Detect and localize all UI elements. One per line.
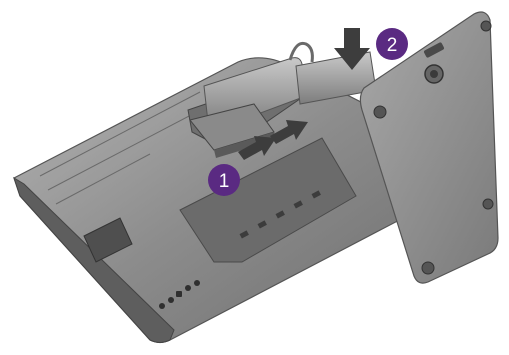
step-number-1: 1 — [219, 171, 230, 192]
step-badge-1: 1 — [208, 164, 240, 196]
base-foot — [374, 106, 386, 118]
screw-head — [430, 70, 438, 78]
base-foot — [422, 262, 434, 274]
step-badge-2: 2 — [376, 28, 408, 60]
step-number-2: 2 — [387, 35, 398, 56]
base-foot — [483, 199, 493, 209]
base-foot — [481, 21, 491, 31]
